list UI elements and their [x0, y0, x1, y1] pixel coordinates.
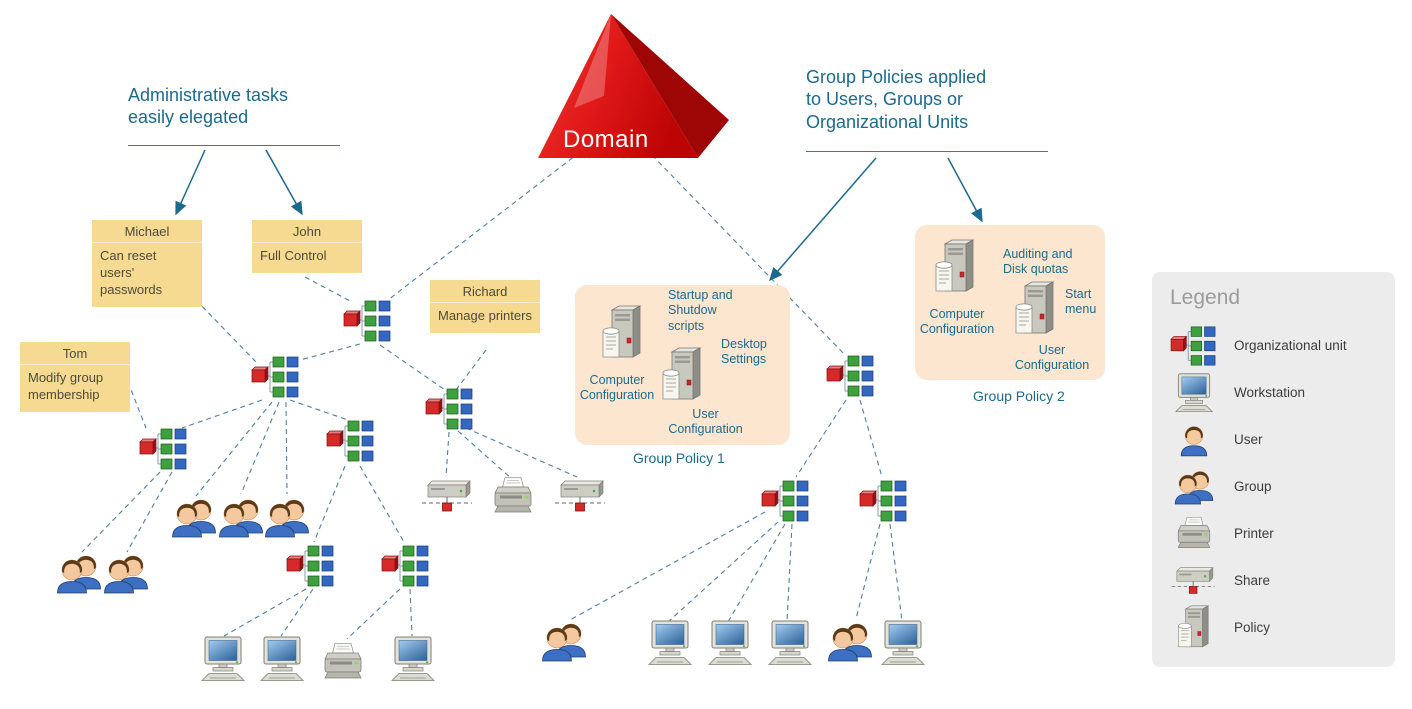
workstation-icon: [645, 620, 695, 666]
gp2-computer-config-label: Computer Configuration: [919, 307, 995, 337]
legend-item-label: Policy: [1234, 620, 1271, 635]
group-policy-2-caption: Group Policy 2: [973, 388, 1065, 404]
legend-item-label: Organizational unit: [1234, 338, 1347, 353]
legend-item-label: User: [1234, 432, 1263, 447]
note-body: Manage printers: [438, 308, 532, 323]
note-title: John: [252, 220, 362, 243]
group-icon: [170, 494, 218, 540]
note-michael: Michael Can reset users' passwords: [92, 220, 202, 307]
legend-item-printer: Printer: [1166, 510, 1381, 557]
note-tom: Tom Modify group membership: [20, 342, 130, 412]
admin-tasks-line1: Administrative tasks: [128, 85, 289, 105]
org-unit-icon: [250, 354, 302, 400]
legend-item-share: Share: [1166, 557, 1381, 604]
group-icon: [826, 618, 874, 664]
org-unit-icon: [342, 298, 394, 344]
share-icon: [420, 478, 476, 514]
policy-icon: [660, 347, 706, 403]
workstation-icon: [705, 620, 755, 666]
workstation-icon: [1166, 373, 1222, 413]
workstation-icon: [765, 620, 815, 666]
legend-item-label: Workstation: [1234, 385, 1306, 400]
org-unit-icon: [424, 386, 476, 432]
org-unit-icon: [858, 478, 910, 524]
gp1-desktop-label: Desktop Settings: [721, 337, 767, 367]
group-policy-1-caption: Group Policy 1: [633, 450, 725, 466]
legend-item-organizational-unit: Organizational unit: [1166, 322, 1381, 369]
group-icon: [102, 550, 150, 596]
domain-shape: Domain: [538, 12, 733, 162]
group-policies-heading: Group Policies applied to Users, Groups …: [806, 66, 1048, 152]
policy-icon: [1166, 605, 1222, 650]
legend-item-label: Printer: [1234, 526, 1274, 541]
printer-icon: [488, 476, 538, 516]
group-icon: [55, 550, 103, 596]
group-icon: [540, 618, 588, 664]
org-unit-icon: [380, 543, 432, 589]
legend-item-policy: Policy: [1166, 604, 1381, 651]
legend-item-label: Group: [1234, 479, 1272, 494]
share-icon: [1166, 565, 1222, 596]
policy-icon: [1013, 281, 1059, 337]
group-policies-line2: to Users, Groups or: [806, 89, 964, 110]
domain-label: Domain: [563, 126, 649, 153]
printer-icon: [1166, 516, 1222, 551]
org-unit-icon: [825, 353, 877, 399]
note-body: Modify group membership: [28, 370, 104, 402]
gp2-auditing-label: Auditing and Disk quotas: [1003, 247, 1073, 277]
org-unit-icon: [325, 418, 377, 464]
gp1-user-config-label: User Configuration: [668, 407, 743, 437]
gp2-start-menu-label: Start menu: [1065, 287, 1097, 317]
legend-item-label: Share: [1234, 573, 1271, 588]
group-icon: [217, 494, 265, 540]
gp2-user-config-label: User Configuration: [1014, 343, 1090, 373]
org-unit-icon: [285, 543, 337, 589]
legend-title: Legend: [1170, 286, 1241, 309]
group-policies-line1: Group Policies applied: [806, 67, 987, 87]
policy-icon: [600, 305, 646, 361]
note-john: John Full Control: [252, 220, 362, 273]
workstation-icon: [878, 620, 928, 666]
group-policy-1-box: Startup and Shutdow scripts Desktop Sett…: [575, 285, 790, 445]
group-policy-2-box: Auditing and Disk quotas Start menu Comp…: [915, 225, 1105, 380]
user-icon: [1166, 423, 1222, 457]
note-body: Full Control: [260, 248, 327, 263]
printer-icon: [318, 642, 368, 682]
note-title: Richard: [430, 280, 540, 303]
policy-icon: [933, 239, 979, 295]
share-icon: [553, 478, 609, 514]
admin-tasks-line2: easily elegated: [128, 107, 249, 128]
note-title: Michael: [92, 220, 202, 243]
legend-item-group: Group: [1166, 463, 1381, 510]
workstation-icon: [388, 636, 438, 682]
pyramid-icon: [538, 14, 729, 158]
org-unit-icon: [760, 478, 812, 524]
legend-panel: Legend Organizational unit Workstation U…: [1152, 272, 1395, 667]
note-body: Can reset users' passwords: [100, 248, 163, 297]
note-richard: Richard Manage printers: [430, 280, 540, 333]
gp1-computer-config-label: Computer Configuration: [579, 373, 655, 403]
group-icon: [263, 494, 311, 540]
group-policies-line3: Organizational Units: [806, 111, 969, 132]
organizational-unit-icon: [1166, 324, 1222, 368]
legend-item-user: User: [1166, 416, 1381, 463]
org-unit-icon: [138, 426, 190, 472]
gp1-startup-label: Startup and Shutdow scripts: [668, 288, 733, 333]
admin-tasks-heading: Administrative tasks easily elegated: [128, 84, 340, 146]
workstation-icon: [257, 636, 307, 682]
legend-item-workstation: Workstation: [1166, 369, 1381, 416]
note-title: Tom: [20, 342, 130, 365]
group-icon: [1166, 468, 1222, 505]
workstation-icon: [198, 636, 248, 682]
